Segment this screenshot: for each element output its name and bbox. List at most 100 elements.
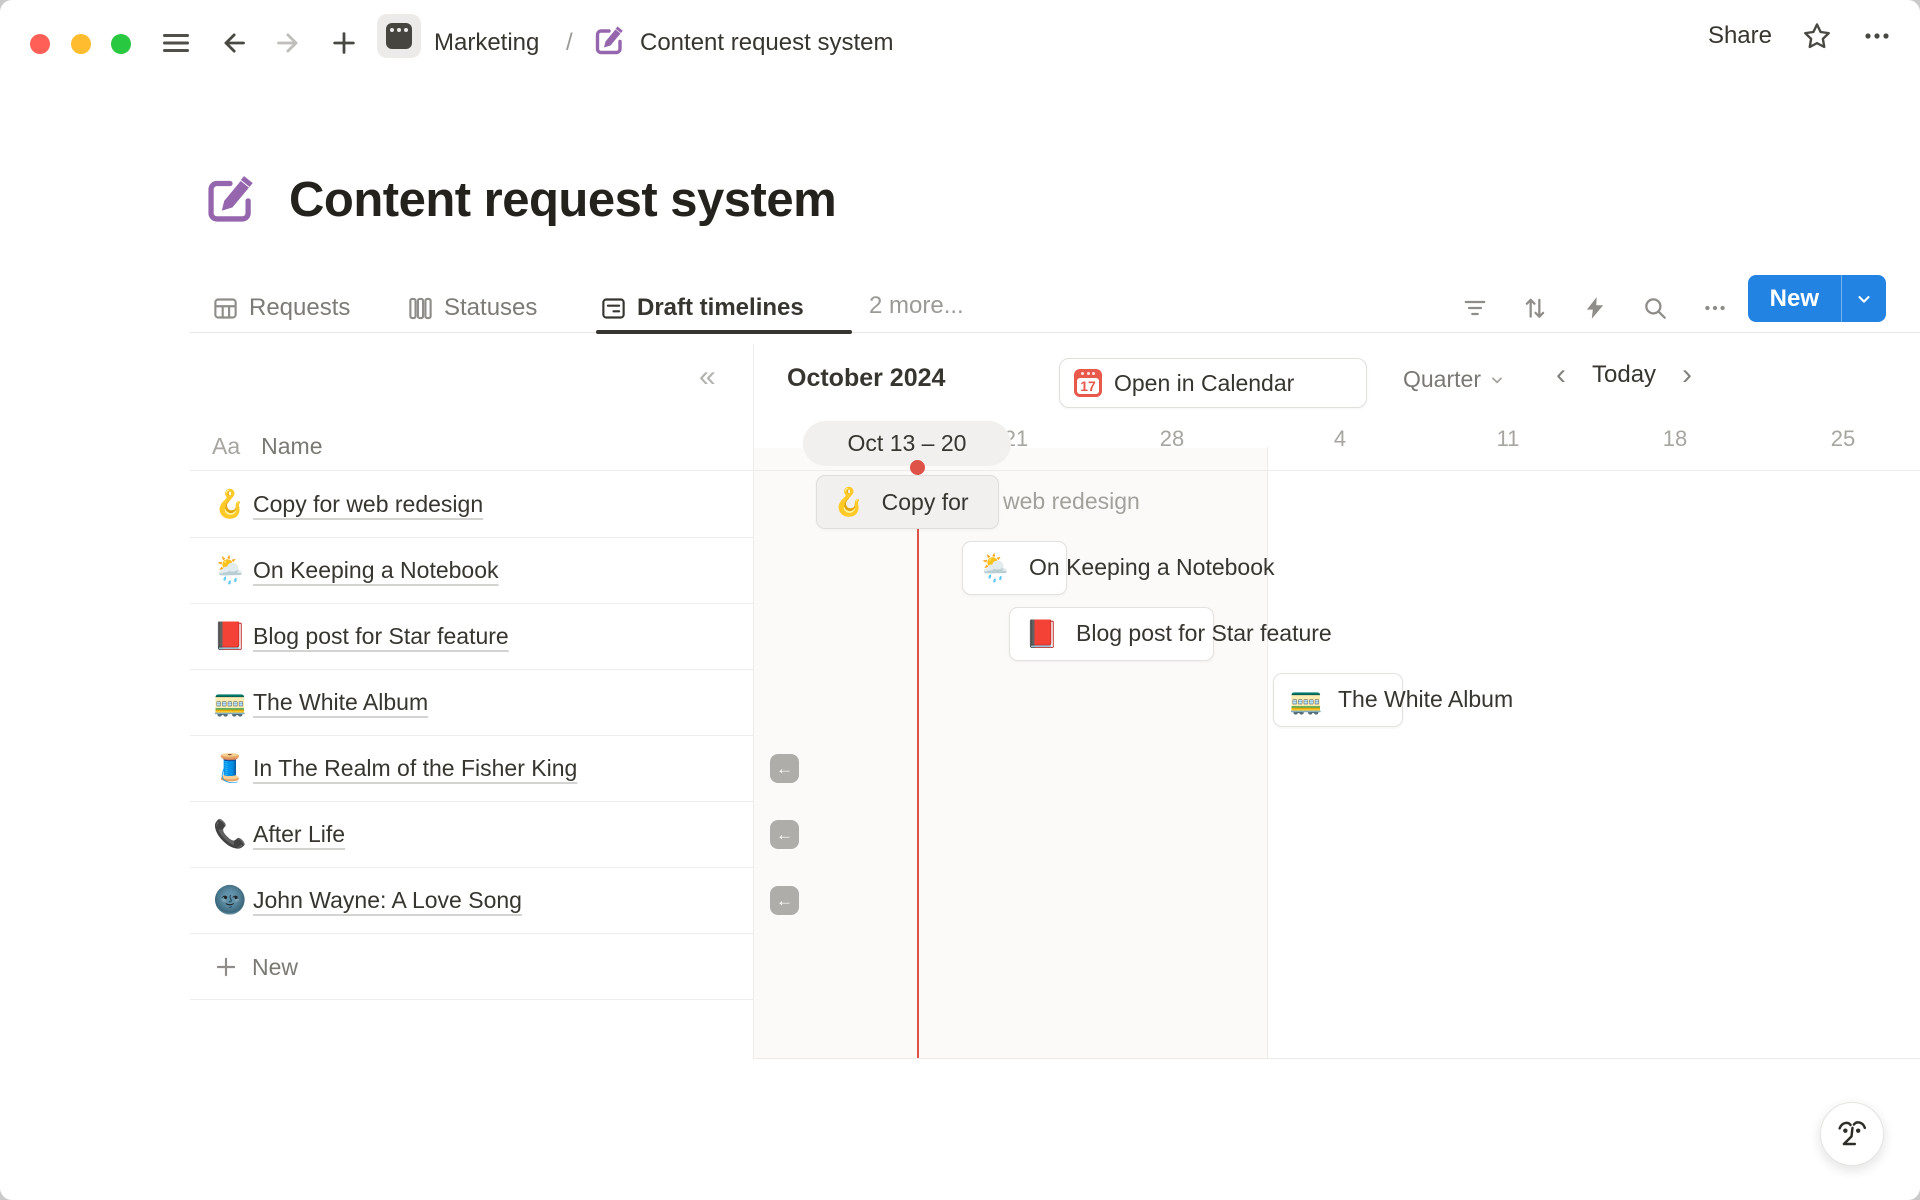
- bar-overflow-label: On Keeping a Notebook: [1029, 554, 1275, 580]
- name-column-header[interactable]: Aa Name: [190, 423, 323, 470]
- notion-ai-button[interactable]: [1820, 1102, 1884, 1166]
- item-title: Blog post for Star feature: [253, 622, 509, 649]
- sidebar-timeline-divider: [753, 344, 754, 1058]
- list-item-in-the-realm-of-the-fisher-king[interactable]: 🧵 In The Realm of the Fisher King: [190, 735, 753, 801]
- tab-more-views[interactable]: 2 more...: [869, 292, 964, 319]
- scroll-to-bar-button[interactable]: ←: [770, 886, 799, 915]
- tab-draft-timelines[interactable]: Draft timelines: [600, 284, 804, 332]
- automation-lightning-icon[interactable]: [1582, 295, 1608, 321]
- new-record-button[interactable]: New: [1769, 284, 1819, 312]
- more-options-icon[interactable]: [1862, 21, 1892, 51]
- ai-face-icon: [1838, 1121, 1867, 1146]
- row-divider: [190, 801, 753, 802]
- hook-emoji-icon: 🪝: [832, 486, 866, 517]
- date-tick: 28: [1159, 426, 1185, 451]
- bar-overflow-label: The White Album: [1338, 686, 1514, 712]
- minimize-window-button[interactable]: [71, 34, 91, 54]
- timeline-zoom-value: Quarter: [1403, 366, 1481, 392]
- item-title: The White Album: [253, 688, 429, 715]
- selected-week-pill[interactable]: Oct 13 – 20: [803, 421, 1011, 466]
- left-arrow-icon: ←: [776, 824, 793, 844]
- calendar-icon: 17: [1074, 369, 1102, 397]
- chevron-down-icon: [1492, 376, 1502, 383]
- today-marker-dot: [910, 460, 925, 475]
- open-in-calendar-button[interactable]: 17 Open in Calendar: [1059, 358, 1367, 408]
- row-divider: [190, 470, 753, 471]
- tab-label: Requests: [249, 294, 351, 321]
- timeline-bar-blog-post-for-star-feature[interactable]: 📕: [1009, 607, 1214, 661]
- share-button[interactable]: Share: [1707, 22, 1772, 49]
- page-title-icon[interactable]: [202, 172, 258, 233]
- new-record-split-button: New: [1747, 275, 1886, 322]
- date-tick: 4: [1333, 426, 1347, 451]
- name-column-label: Name: [261, 433, 323, 459]
- new-item-row[interactable]: New: [190, 934, 753, 1000]
- telephone-emoji-icon: 📞: [213, 818, 247, 849]
- hook-emoji-icon: 🪝: [213, 488, 247, 519]
- list-item-copy-for-web-redesign[interactable]: 🪝 Copy for web redesign: [190, 471, 753, 537]
- bar-label: Copy for: [881, 488, 969, 515]
- date-tick: 25: [1830, 426, 1856, 451]
- tab-label: Draft timelines: [637, 294, 804, 321]
- filter-icon[interactable]: [1462, 295, 1488, 321]
- breadcrumb-workspace[interactable]: Marketing: [434, 29, 540, 56]
- tram-emoji-icon: 🚃: [213, 686, 247, 717]
- thread-emoji-icon: 🧵: [213, 752, 247, 783]
- sun-rain-cloud-emoji-icon: 🌦️: [978, 552, 1012, 583]
- new-moon-face-emoji-icon: 🌚: [213, 884, 247, 915]
- timeline-bar-copy-for-web-redesign[interactable]: 🪝 Copy for: [816, 475, 999, 529]
- zoom-window-button[interactable]: [111, 34, 131, 54]
- today-button[interactable]: Today: [1592, 361, 1657, 388]
- new-button-separator: [1841, 275, 1842, 322]
- timeline-bar-on-keeping-a-notebook[interactable]: 🌦️: [962, 541, 1067, 595]
- search-icon[interactable]: [1642, 295, 1668, 321]
- timeline-nav: ‹ Today ›: [1556, 360, 1692, 390]
- sort-icon[interactable]: [1522, 295, 1548, 321]
- text-property-icon: Aa: [212, 433, 241, 459]
- list-item-john-wayne-a-love-song[interactable]: 🌚 John Wayne: A Love Song: [190, 867, 753, 933]
- close-window-button[interactable]: [30, 34, 50, 54]
- timeline-month-label[interactable]: October 2024: [787, 364, 946, 392]
- tab-statuses[interactable]: Statuses: [407, 284, 537, 332]
- timeline-bar-the-white-album[interactable]: 🚃: [1273, 673, 1403, 727]
- timeline-grid-bottom-border: [753, 1058, 1920, 1059]
- list-item-the-white-album[interactable]: 🚃 The White Album: [190, 669, 753, 735]
- date-tick: 11: [1496, 426, 1520, 451]
- table-view-icon: [212, 295, 239, 322]
- prev-period-button[interactable]: ‹: [1556, 358, 1566, 391]
- new-button-dropdown[interactable]: [1842, 290, 1886, 308]
- forward-arrow-icon[interactable]: [275, 29, 303, 57]
- row-divider: [190, 867, 753, 868]
- breadcrumb-page[interactable]: Content request system: [640, 29, 894, 56]
- red-book-emoji-icon: 📕: [213, 620, 247, 651]
- next-period-button[interactable]: ›: [1682, 358, 1693, 391]
- timeline-view-icon: [600, 295, 627, 322]
- list-item-after-life[interactable]: 📞 After Life: [190, 801, 753, 867]
- tabs-divider: [190, 332, 1920, 333]
- back-arrow-icon[interactable]: [219, 29, 247, 57]
- list-item-blog-post-for-star-feature[interactable]: 📕 Blog post for Star feature: [190, 603, 753, 669]
- breadcrumb-divider: /: [566, 29, 573, 56]
- timeline-zoom-select[interactable]: Quarter: [1403, 366, 1505, 393]
- scroll-to-bar-button[interactable]: ←: [770, 754, 799, 783]
- plus-icon: [213, 954, 239, 980]
- active-tab-underline: [596, 330, 852, 334]
- sidebar-menu-icon[interactable]: [162, 31, 190, 55]
- teamspace-icon[interactable]: [377, 14, 421, 58]
- item-title: Copy for web redesign: [253, 490, 484, 517]
- sun-rain-cloud-emoji-icon: 🌦️: [213, 554, 247, 585]
- view-toolbar: [1462, 284, 1728, 332]
- tram-emoji-icon: 🚃: [1289, 684, 1323, 715]
- timeline-grid-top-border: [753, 470, 1920, 471]
- scroll-to-bar-button[interactable]: ←: [770, 820, 799, 849]
- tab-requests[interactable]: Requests: [212, 284, 350, 332]
- new-page-plus-icon[interactable]: [330, 29, 358, 57]
- view-options-ellipsis-icon[interactable]: [1702, 295, 1728, 321]
- collapse-sidebar-icon[interactable]: «: [699, 360, 716, 393]
- today-marker-line: [917, 466, 919, 1058]
- red-book-emoji-icon: 📕: [1025, 618, 1059, 649]
- row-divider: [190, 669, 753, 670]
- favorite-star-icon[interactable]: [1802, 21, 1832, 51]
- list-item-on-keeping-a-notebook[interactable]: 🌦️ On Keeping a Notebook: [190, 537, 753, 603]
